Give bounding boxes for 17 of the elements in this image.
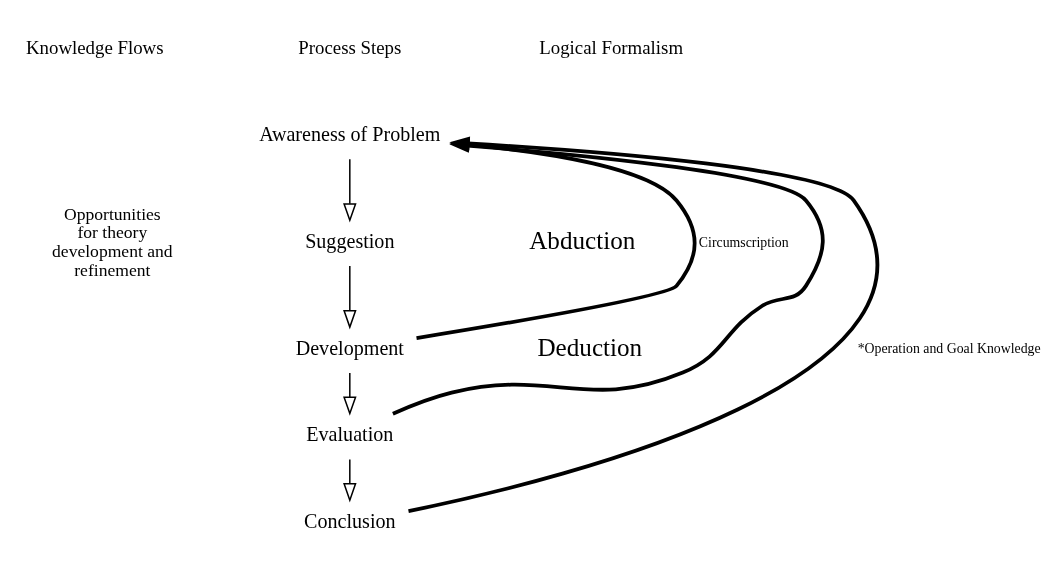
- node-text: Awareness of Problem: [259, 122, 441, 145]
- node-text: Suggestion: [305, 229, 395, 252]
- arrow: [343, 264, 357, 329]
- node-text: Development: [295, 336, 404, 359]
- arrow: [343, 458, 357, 502]
- label: Opportunities for theory development and refinement: [52, 203, 173, 280]
- arrow: [343, 371, 357, 416]
- node-text: Conclusion: [304, 509, 396, 532]
- node-text: Evaluation: [306, 422, 394, 445]
- label: Abduction: [529, 226, 636, 254]
- edge-label: Circumscription: [698, 234, 789, 250]
- label: Logical Formalism: [539, 36, 684, 58]
- label: Process Steps: [298, 36, 402, 58]
- label: Knowledge Flows: [25, 36, 164, 58]
- edge-label: *Operation and Goal Knowledge: [857, 340, 1041, 356]
- arrow: [343, 157, 357, 223]
- label: Deduction: [537, 333, 643, 361]
